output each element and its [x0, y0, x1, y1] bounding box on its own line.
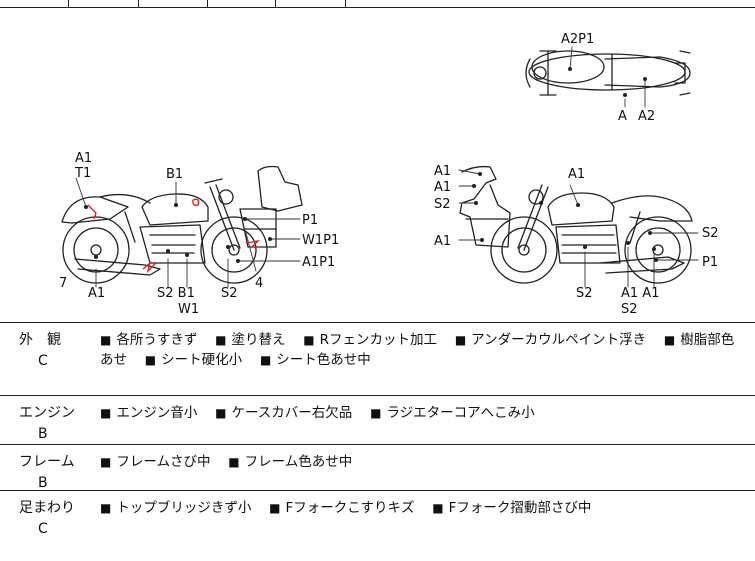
header-cell: [207, 0, 276, 7]
label-a1a1: A1 A1: [621, 286, 659, 301]
condition-item: ■トップブリッジきず小: [100, 500, 252, 516]
category-grade: B: [38, 475, 48, 491]
label-s2: S2: [702, 226, 719, 241]
label-s2: S2: [621, 302, 638, 317]
condition-item: ■フレーム色あせ中: [228, 454, 353, 470]
red-annotation-marks: [87, 198, 260, 274]
condition-item: ■ラジエターコアへこみ小: [370, 405, 535, 421]
condition-item: ■各所うすきず: [100, 332, 198, 348]
black-square-icon: ■: [432, 501, 444, 515]
label-a1: A1: [434, 180, 451, 195]
black-square-icon: ■: [215, 333, 227, 347]
label-s2b1: S2 B1: [157, 286, 195, 301]
label-a1: A1: [434, 164, 451, 179]
label-p1: P1: [302, 213, 318, 228]
label-a1: A1: [75, 151, 92, 166]
black-square-icon: ■: [303, 333, 315, 347]
right-side-bike: [459, 165, 693, 284]
label-s2: S2: [576, 286, 593, 301]
condition-item: ■シート硬化小: [144, 352, 243, 368]
condition-item: ■塗り替え: [215, 332, 286, 348]
condition-items: ■エンジン音小 ■ケースカバー右欠品 ■ラジエターコアへこみ小: [100, 403, 743, 423]
category-label: 外 観 C: [19, 330, 61, 371]
category-label: フレーム B: [19, 452, 75, 493]
condition-row-engine: エンジン B ■エンジン音小 ■ケースカバー右欠品 ■ラジエターコアへこみ小: [0, 396, 755, 445]
condition-row-suspension: 足まわり C ■トップブリッジきず小 ■Fフォークこすりキズ ■Fフォーク摺動部…: [0, 491, 755, 561]
category-grade: C: [38, 353, 48, 369]
label-w1p1: W1P1: [302, 233, 339, 248]
category-grade: C: [38, 521, 48, 537]
label-a2p1: A2P1: [561, 32, 594, 47]
black-square-icon: ■: [228, 455, 240, 469]
left-side-bike: [61, 165, 303, 284]
header-cell: [68, 0, 139, 7]
condition-row-frame: フレーム B ■フレームさび中 ■フレーム色あせ中: [0, 445, 755, 491]
condition-item: ■Fフォークこすりキズ: [269, 500, 415, 516]
black-square-icon: ■: [215, 406, 227, 420]
condition-row-exterior: 外 観 C ■各所うすきず ■塗り替え ■Rフェンカット加工 ■アンダーカウルペ…: [0, 323, 755, 396]
condition-item: ■アンダーカウルペイント浮き: [454, 332, 647, 348]
condition-item: ■エンジン音小: [100, 405, 198, 421]
condition-item: ■Rフェンカット加工: [303, 332, 438, 348]
header-cell: [0, 0, 69, 7]
category-label: 足まわり C: [19, 498, 75, 539]
black-square-icon: ■: [454, 333, 467, 347]
label-a: A: [618, 109, 627, 124]
label-a2: A2: [638, 109, 655, 124]
black-square-icon: ■: [100, 333, 112, 347]
category-name: 足まわり: [19, 500, 75, 516]
condition-item: ■フレームさび中: [100, 454, 211, 470]
label-w1: W1: [178, 302, 199, 317]
black-square-icon: ■: [144, 353, 157, 367]
top-view-bike: [525, 50, 691, 96]
category-grade: B: [38, 426, 48, 442]
condition-item: ■シート色あせ中: [259, 352, 371, 368]
label-a1: A1: [434, 234, 451, 249]
black-square-icon: ■: [100, 455, 112, 469]
condition-items: ■各所うすきず ■塗り替え ■Rフェンカット加工 ■アンダーカウルペイント浮き …: [100, 330, 743, 370]
label-p1: P1: [702, 255, 718, 270]
label-4: 4: [255, 276, 263, 291]
condition-item: ■樹脂部色あせ: [100, 332, 735, 368]
black-square-icon: ■: [269, 501, 281, 515]
condition-item: ■ケースカバー右欠品: [215, 405, 353, 421]
black-square-icon: ■: [100, 406, 112, 420]
black-square-icon: ■: [259, 353, 272, 367]
label-s2: S2: [434, 197, 451, 212]
condition-item: ■Fフォーク摺動部さび中: [432, 500, 592, 516]
category-label: エンジン B: [19, 403, 75, 444]
label-a1: A1: [568, 167, 585, 182]
black-square-icon: ■: [663, 333, 676, 347]
header-cell: [138, 0, 208, 7]
label-t1: T1: [74, 166, 91, 181]
label-7: 7: [59, 276, 67, 291]
label-a1p1: A1P1: [302, 255, 335, 270]
condition-items: ■フレームさび中 ■フレーム色あせ中: [100, 452, 743, 472]
category-name: エンジン: [19, 405, 75, 421]
black-square-icon: ■: [370, 406, 382, 420]
label-s2: S2: [221, 286, 238, 301]
black-square-icon: ■: [100, 501, 112, 515]
damage-diagram: A2P1 A A2 A1 T1 B1 P1 W1P1 A1P1 7 A1 S2 …: [0, 7, 755, 323]
label-a1: A1: [88, 286, 105, 301]
motorcycle-diagram-svg: A2P1 A A2 A1 T1 B1 P1 W1P1 A1P1 7 A1 S2 …: [59, 32, 719, 317]
label-b1: B1: [166, 167, 183, 182]
category-name: フレーム: [19, 454, 75, 470]
category-name: 外 観: [19, 332, 61, 348]
header-row: [0, 0, 755, 8]
condition-items: ■トップブリッジきず小 ■Fフォークこすりキズ ■Fフォーク摺動部さび中: [100, 498, 743, 518]
header-cell: [275, 0, 346, 7]
